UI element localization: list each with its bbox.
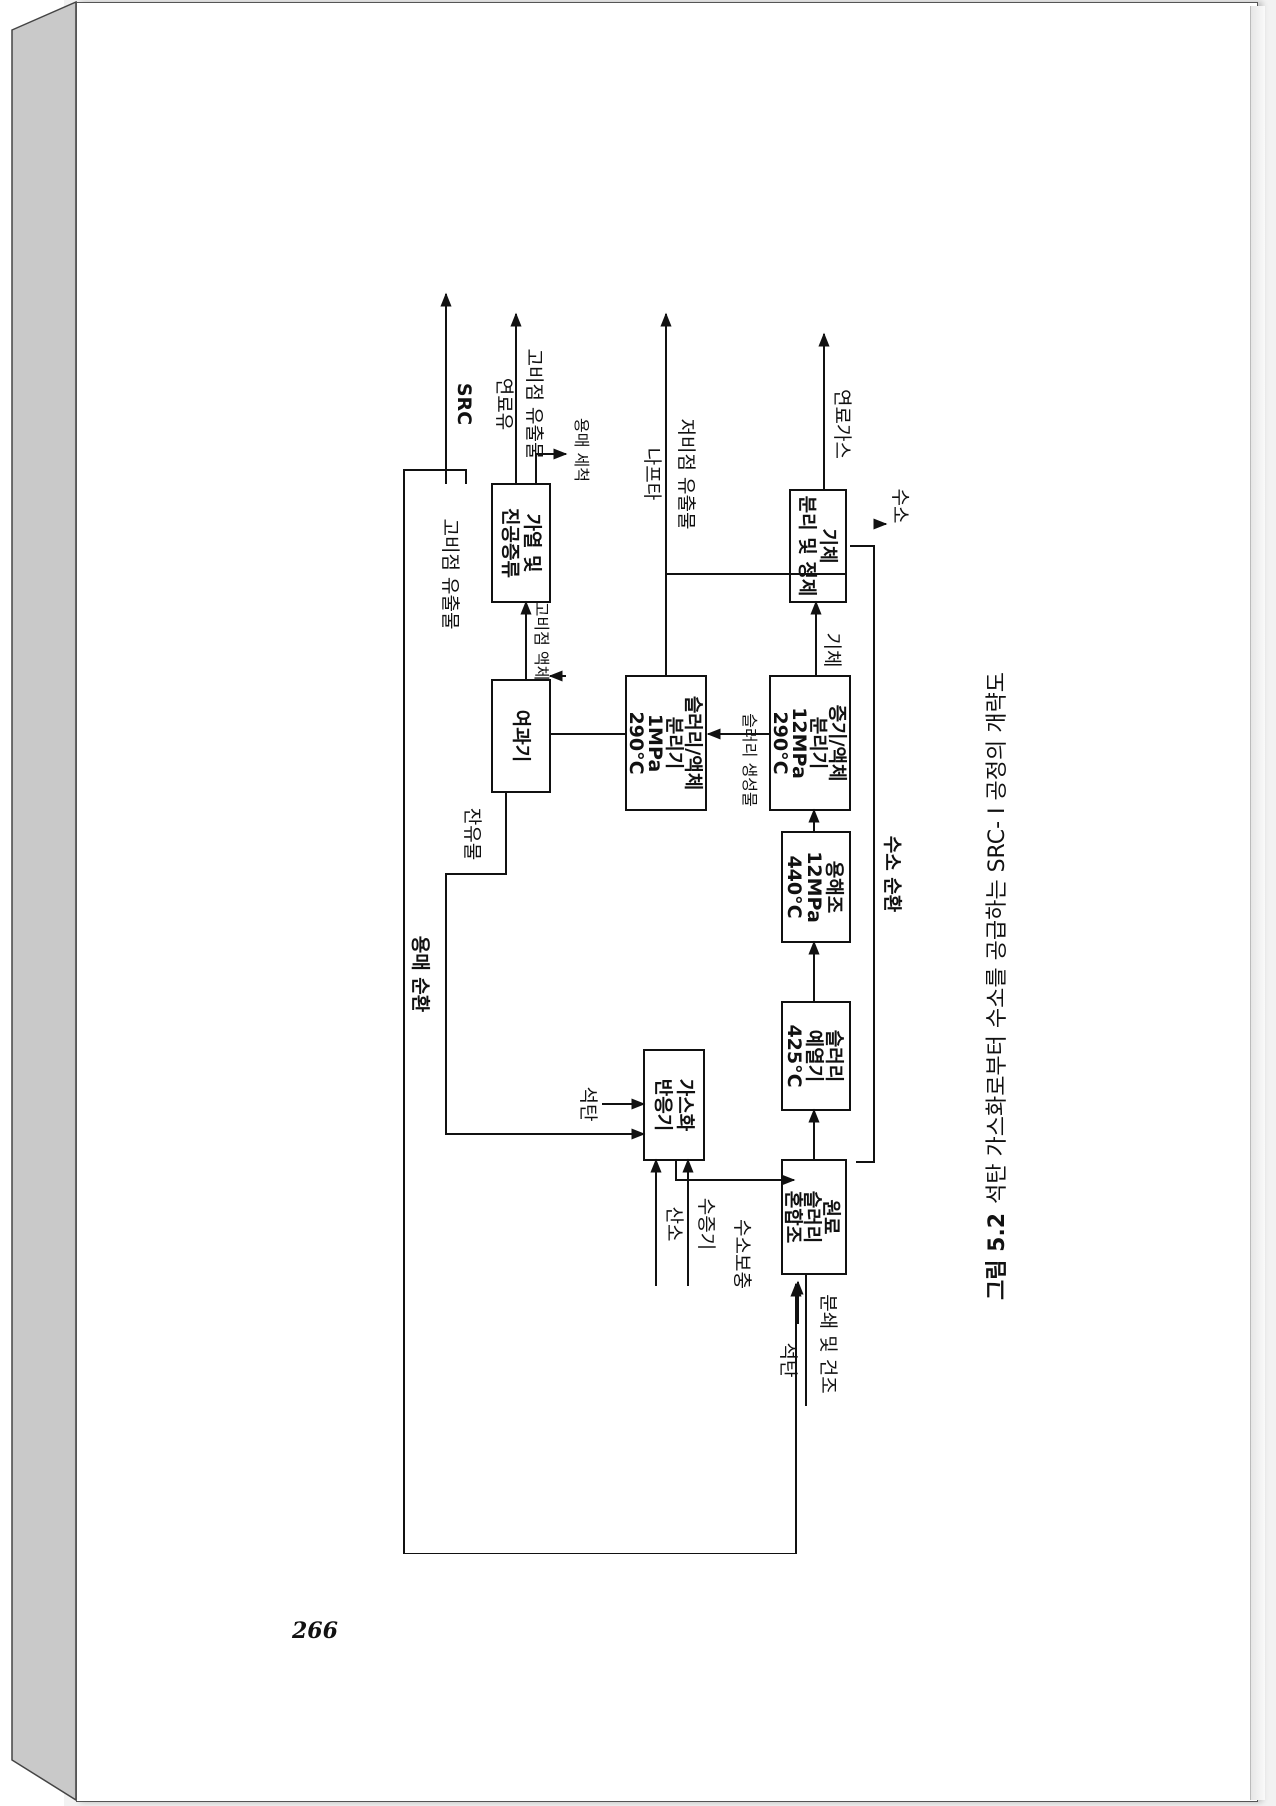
residue-label: 잔유물 <box>461 808 483 860</box>
page-number: 266 <box>292 1618 338 1644</box>
h2-recycle-label: 수소 순환 <box>881 836 903 913</box>
low-bp-label: 저비점 유출물 <box>675 419 697 530</box>
gasifier-line2: 반응기 <box>652 1079 674 1131</box>
book-spine <box>11 0 77 1802</box>
coal-prep-label: 분쇄 및 건조 <box>817 1294 839 1393</box>
distillation-line2: 진공증류 <box>499 508 521 578</box>
high-bp-liquid-label: 고비점 액체 <box>532 602 551 681</box>
mixing-tank-line2: 슬러리 <box>801 1191 823 1243</box>
low-bp-line <box>665 500 847 676</box>
vl-separator-line3: 12MPa <box>788 707 810 779</box>
gas-label: 기체 <box>821 633 843 668</box>
gasifier-coal-label: 석탄 <box>577 1087 599 1122</box>
solvent-recycle-label: 용매 순환 <box>409 936 431 1013</box>
preheater-box: 슬러리 예열기 425°C <box>781 1001 851 1111</box>
steam-label: 수증기 <box>695 1198 717 1250</box>
dissolver-box: 용해조 12MPa 440°C <box>781 831 851 943</box>
vl-separator-line1: 증기/액체 <box>826 705 848 782</box>
preheater-line1: 슬러리 <box>823 1030 845 1082</box>
vl-separator-line2: 분리기 <box>807 717 829 769</box>
dissolver-line3: 440°C <box>783 855 805 918</box>
slurry-product-label: 슬러리 생성물 <box>740 713 759 806</box>
residue-to-gasifier-line <box>445 792 646 1140</box>
filter-label: 여과기 <box>510 710 532 762</box>
oxygen-label: 산소 <box>663 1207 685 1242</box>
page-edge <box>1250 6 1265 1800</box>
src-label: SRC <box>453 383 475 425</box>
naphtha-label: 나프타 <box>641 448 663 500</box>
solvent-wash-label: 용매 세척 <box>572 418 591 482</box>
gas-separation-box: 기체 분리 및 정제 <box>789 489 847 603</box>
vl-separator-line4: 290°C <box>769 711 791 774</box>
solvent-wash-arrow <box>535 448 568 484</box>
slurry-separator-line2: 분리기 <box>663 717 685 769</box>
dissolver-line2: 12MPa <box>803 851 825 923</box>
mixing-tank-line3: 혼합조 <box>782 1191 805 1243</box>
fuel-oil-label: 연료유 <box>493 378 515 430</box>
mixing-tank-box: 원료 슬러리 혼합조 <box>781 1159 847 1275</box>
slurry-separator-line4: 290°C <box>625 711 647 774</box>
filter-box: 여과기 <box>491 679 551 793</box>
coal-in-label: 석탄 <box>777 1343 799 1378</box>
gas-separation-line2: 분리 및 정제 <box>796 496 818 597</box>
fuel-gas-label: 연료가스 <box>831 389 853 459</box>
slurry-separator-box: 슬러리/액체 분리기 1MPa 290°C <box>625 675 707 811</box>
distillation-line1: 가열 및 <box>521 513 543 572</box>
h2-makeup-line <box>675 1160 796 1186</box>
slurry-separator-line1: 슬러리/액체 <box>682 696 704 790</box>
h2-label: 수소 <box>889 489 911 524</box>
book-page <box>76 2 1258 1802</box>
solvent-recycle-line <box>403 469 796 1554</box>
high-bp-distillate-label: 고비점 유출물 <box>439 519 461 630</box>
preheater-line2: 예열기 <box>803 1030 825 1082</box>
high-bp-oil-label: 고비점 유출물 <box>523 349 545 460</box>
gasifier-line1: 가스화 <box>674 1079 696 1132</box>
h2-makeup-label: 수소보충 <box>731 1219 753 1289</box>
src-process-diagram: 원료 슬러리 혼합조 슬러리 예열기 425°C 용해조 12MPa 440°C… <box>403 292 911 1554</box>
vl-separator-box: 증기/액체 분리기 12MPa 290°C <box>769 675 851 811</box>
distillation-box: 가열 및 진공증류 <box>491 483 551 603</box>
h2-recycle-line <box>850 545 875 1163</box>
mixing-tank-line1: 원료 <box>820 1200 842 1235</box>
preheater-line3: 425°C <box>783 1024 805 1087</box>
gas-separation-line1: 기체 <box>817 529 839 564</box>
dissolver-line1: 용해조 <box>823 861 845 913</box>
slurry-separator-line3: 1MPa <box>644 714 666 772</box>
diagram-rotated: 원료 슬러리 혼합조 슬러리 예열기 425°C 용해조 12MPa 440°C… <box>366 274 1006 1554</box>
gasifier-box: 가스화 반응기 <box>643 1049 705 1161</box>
